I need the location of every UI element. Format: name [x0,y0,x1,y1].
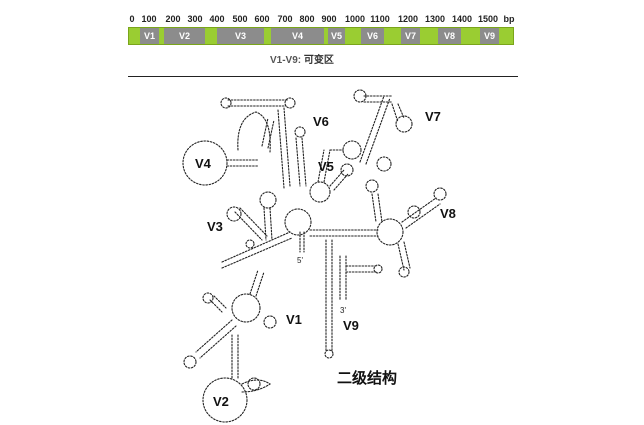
tick-1400: 1400 [451,14,473,24]
top-left-arm [237,111,271,153]
region-v8: V8 [438,28,461,44]
v8-junction [376,218,404,246]
v7-loop-b [395,115,413,133]
region-v4: V4 [271,28,324,44]
legend: V1-V9: 可变区 [270,51,334,66]
tick-1100: 1100 [370,14,390,24]
v1-loop [231,293,261,323]
v1-small [263,315,277,329]
top-stem-2 [295,137,307,187]
central-stem-a [263,207,273,241]
label-v6: V6 [313,114,329,129]
v9-hook-loop [373,264,383,274]
three-prime-label: 3' [340,306,346,315]
tick-300: 300 [187,14,203,24]
connector [309,229,379,237]
legend-text: 可变区 [303,55,334,66]
top-stem [277,107,291,189]
spine-5prime [299,231,305,253]
label-v4: V4 [195,156,211,171]
v8-down-loop [398,266,410,278]
tick-0: 0 [129,14,135,24]
tick-600: 600 [254,14,270,24]
region-v1: V1 [140,28,159,44]
v7-right [391,103,405,123]
v1-stem [249,269,265,297]
region-v3: V3 [217,28,264,44]
spine-left [221,231,293,269]
top-bar-loop-a [220,97,232,109]
label-v2: V2 [213,394,229,409]
five-prime-label: 5' [297,256,303,265]
region-v6: V6 [361,28,384,44]
v5-junction [309,181,331,203]
v9-arm [339,255,347,301]
figure-caption: 二级结构 [337,370,398,387]
v7-stem [359,95,391,165]
central-small-a [259,191,277,209]
tick-1300: 1300 [424,14,446,24]
tick-900: 900 [321,14,337,24]
region-v7: V7 [401,28,420,44]
v2-loop [202,377,248,423]
v3-small [245,239,255,249]
v2-stem [231,334,239,379]
tick-1000: 1000 [344,14,366,24]
v4-loop [182,140,228,186]
arm-v1-left-loop [183,355,197,369]
label-v1: V1 [286,312,302,327]
label-v8: V8 [440,206,456,221]
arm-v1-stub [209,295,227,313]
arm-v1-stub-loop [202,292,214,304]
region-v9: V9 [480,28,499,44]
v9-stem [325,239,333,353]
v7-top [363,95,393,103]
v8-down [397,241,411,271]
tick-400: 400 [209,14,225,24]
v4-stem [226,159,259,167]
label-v9: V9 [343,318,359,333]
top-small-a [294,126,306,138]
top-bar [227,99,289,107]
region-v2: V2 [164,28,205,44]
tick-bp: bp [503,14,515,24]
v2-side [241,379,271,393]
secondary-structure [182,89,447,423]
v2-side-loop [247,377,261,391]
tick-700: 700 [277,14,293,24]
v8-arm [401,197,441,229]
v6-arm [317,149,331,183]
v7-spine [371,193,383,223]
v5-loop [340,163,354,177]
top-bar-loop-b [284,97,296,109]
spine-v3-arm [234,207,268,241]
top-left-arm-2 [261,117,275,149]
label-v5: V5 [318,159,334,174]
tick-200: 200 [165,14,181,24]
v7-small-2 [365,179,379,193]
tick-1200: 1200 [397,14,419,24]
tick-500: 500 [232,14,248,24]
arm-v1-left [195,319,237,359]
v7-small [376,156,392,172]
v8-loop [433,187,447,201]
central-loop [284,208,312,236]
v6-loop [342,140,362,160]
region-v5: V5 [328,28,345,44]
v9-end [324,349,334,359]
v3-loop [226,206,242,222]
legend-range: V1-V9: [270,55,302,66]
label-v7: V7 [425,109,441,124]
v8-small [407,205,421,219]
v9-hook [345,265,377,273]
divider [128,76,518,77]
tick-800: 800 [299,14,315,24]
tick-100: 100 [141,14,157,24]
tick-1500: 1500 [477,14,499,24]
label-v3: V3 [207,219,223,234]
